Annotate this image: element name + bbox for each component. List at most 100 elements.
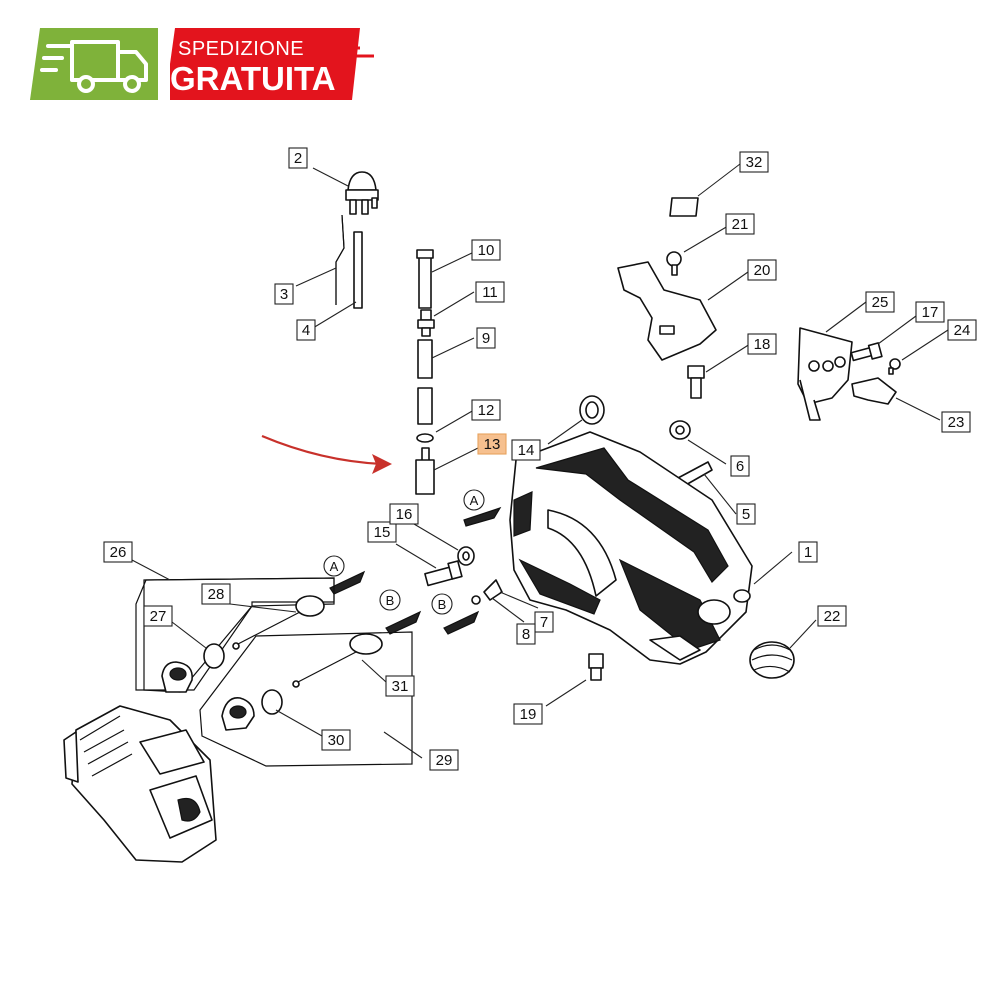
part-label-8: 8 <box>516 623 536 645</box>
svg-text:4: 4 <box>302 322 310 339</box>
banner-line2: GRATUITA <box>170 60 336 97</box>
pipe-9-part <box>417 339 433 379</box>
cap-27-part <box>161 661 193 693</box>
svg-text:22: 22 <box>824 608 841 625</box>
part-label-21: 21 <box>725 213 755 235</box>
section-marker-a-2: A <box>323 555 345 577</box>
banner-divider <box>158 28 170 100</box>
svg-text:30: 30 <box>328 732 345 749</box>
filter-28-part <box>232 595 325 650</box>
part-label-14: 14 <box>511 439 541 461</box>
fitting-13-part <box>415 447 435 495</box>
svg-text:18: 18 <box>754 336 771 353</box>
part-label-7: 7 <box>534 611 554 633</box>
section-marker-a-1: A <box>463 489 485 511</box>
bracket-20-part <box>617 261 717 361</box>
part-label-19: 19 <box>513 703 543 725</box>
svg-text:2: 2 <box>294 150 302 167</box>
crankcase-1-part <box>509 431 753 665</box>
part-label-22: 22 <box>817 605 847 627</box>
part-label-11: 11 <box>475 281 505 303</box>
svg-text:26: 26 <box>110 544 127 561</box>
part-label-24: 24 <box>947 319 977 341</box>
plate-32-part <box>669 197 699 217</box>
delivery-truck-icon <box>40 40 148 93</box>
svg-text:28: 28 <box>208 586 225 603</box>
svg-text:23: 23 <box>948 414 965 431</box>
svg-text:3: 3 <box>280 286 288 303</box>
section-marker-b-2: B <box>431 593 453 615</box>
lever-23-part <box>851 377 897 405</box>
svg-text:7: 7 <box>540 614 548 631</box>
screw-21-part <box>666 251 682 276</box>
part-label-18: 18 <box>747 333 777 355</box>
part-label-32: 32 <box>739 151 769 173</box>
fuel-line-4-part <box>353 231 363 309</box>
part-label-5: 5 <box>736 503 756 525</box>
svg-text:14: 14 <box>518 442 535 459</box>
svg-text:8: 8 <box>522 626 530 643</box>
part-label-9: 9 <box>476 327 496 349</box>
part-label-17: 17 <box>915 301 945 323</box>
o-ring-27-part <box>203 643 225 669</box>
svg-text:5: 5 <box>742 506 750 523</box>
fuel-pipe-10-part <box>416 249 434 309</box>
svg-text:31: 31 <box>392 678 409 695</box>
svg-text:19: 19 <box>520 706 537 723</box>
part-label-28: 28 <box>201 583 231 605</box>
o-ring-30-part <box>261 689 283 715</box>
banner-red-panel <box>165 28 360 100</box>
part-label-2: 2 <box>288 147 308 169</box>
part-label-12: 12 <box>471 399 501 421</box>
primer-bulb-part <box>345 171 379 215</box>
filter-31-part <box>292 633 383 688</box>
svg-text:17: 17 <box>922 304 939 321</box>
svg-text:16: 16 <box>396 506 413 523</box>
svg-text:20: 20 <box>754 262 771 279</box>
svg-text:32: 32 <box>746 154 763 171</box>
svg-text:1: 1 <box>804 544 812 561</box>
part-label-23: 23 <box>941 411 971 433</box>
leader-lines <box>131 163 949 759</box>
grommet-6-part <box>669 420 691 440</box>
svg-text:B: B <box>438 597 447 612</box>
plug-7-part <box>483 579 503 601</box>
svg-text:27: 27 <box>150 608 167 625</box>
part-label-15: 15 <box>367 521 397 543</box>
svg-text:A: A <box>470 493 479 508</box>
svg-text:21: 21 <box>732 216 749 233</box>
part-label-26: 26 <box>103 541 133 563</box>
cylinder-part <box>63 705 217 863</box>
banner-line1: SPEDIZIONE <box>178 38 304 60</box>
group-box-29 <box>199 631 413 767</box>
svg-text:25: 25 <box>872 294 889 311</box>
washer-16-part <box>457 546 475 566</box>
part-label-20: 20 <box>747 259 777 281</box>
svg-text:9: 9 <box>482 330 490 347</box>
o-ring-12-part <box>416 433 434 443</box>
svg-text:6: 6 <box>736 458 744 475</box>
bolt-18-part <box>687 365 705 399</box>
svg-text:13: 13 <box>484 436 501 453</box>
svg-text:A: A <box>330 559 339 574</box>
banner-green-panel <box>30 28 170 100</box>
pointer-arrow <box>261 434 392 474</box>
grommet-14-part <box>579 395 605 425</box>
bolt-15-part <box>424 560 463 587</box>
svg-text:15: 15 <box>374 524 391 541</box>
part-label-27: 27 <box>143 605 173 627</box>
part-label-10: 10 <box>471 239 501 261</box>
svg-text:24: 24 <box>954 322 971 339</box>
part-label-25: 25 <box>865 291 895 313</box>
screw-24-part <box>888 358 901 375</box>
part-label-6: 6 <box>730 455 750 477</box>
part-label-16: 16 <box>389 503 419 525</box>
part-label-13: 13 <box>477 433 507 455</box>
section-arrows <box>329 506 502 635</box>
bolt-19-part <box>588 653 604 681</box>
cap-29-part <box>221 697 255 731</box>
svg-text:29: 29 <box>436 752 453 769</box>
svg-text:11: 11 <box>482 284 498 301</box>
